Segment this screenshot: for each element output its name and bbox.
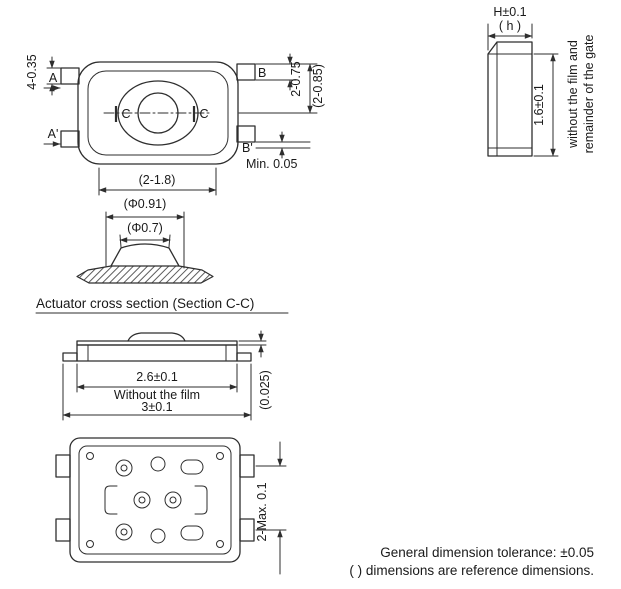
terminal-bottom-left bbox=[60, 130, 80, 148]
contact-ring-mark bbox=[115, 523, 133, 541]
side-profile-outline bbox=[487, 41, 533, 157]
front-view: 2.6±0.1 Without the film 3±0.1 (0.025) bbox=[62, 330, 272, 421]
lead-right bbox=[236, 352, 252, 362]
terminal-top-right bbox=[236, 63, 256, 81]
body-height-dimension: 1.6±0.1 bbox=[532, 53, 559, 157]
total-height-ref-label: ( h ) bbox=[499, 19, 521, 33]
body-inner-line bbox=[87, 70, 229, 156]
terminal-b-prime-label: B' bbox=[242, 141, 253, 155]
terminal-width-dim-label: 4-0.35 bbox=[25, 54, 39, 89]
actuator-dome-outline bbox=[110, 243, 180, 267]
mold-circle-mark bbox=[150, 528, 166, 544]
extension-line bbox=[119, 234, 122, 248]
outer-diameter-label: (Φ0.91) bbox=[124, 197, 167, 211]
terminal-bottom-right bbox=[236, 125, 256, 143]
switch-body-profile bbox=[76, 344, 238, 362]
mold-circle-mark bbox=[150, 456, 166, 472]
actuator-flange-hatched-section bbox=[76, 265, 214, 284]
mold-bracket-left bbox=[104, 485, 118, 515]
corner-pin-mark bbox=[86, 452, 94, 460]
terminal-flatness-dim-label: 2-Max. 0.1 bbox=[255, 482, 269, 541]
center-span-dimension: (2-1.8) bbox=[98, 167, 217, 196]
terminal-pitch-dimensions: 2-0.75 (2-0.85) bbox=[238, 53, 325, 114]
body-width-dim-label: 2.6±0.1 bbox=[136, 370, 178, 384]
contact-ring-mark bbox=[115, 459, 133, 477]
corner-pin-mark bbox=[216, 452, 224, 460]
corner-pin-mark bbox=[86, 540, 94, 548]
top-view: C C A A' 4-0.35 (2-1.8) B 2-0.75 bbox=[25, 53, 325, 196]
body-width-dimension: 2.6±0.1 Without the film bbox=[76, 363, 238, 402]
total-height-dimension: H±0.1 ( h ) bbox=[487, 5, 533, 51]
body-outline bbox=[77, 61, 239, 165]
side-view: H±0.1 ( h ) 1.6±0.1 without the film and… bbox=[487, 5, 596, 157]
general-notes: General dimension tolerance: ±0.05 ( ) d… bbox=[349, 545, 594, 578]
terminal-span-dim-label: (2-0.85) bbox=[311, 64, 325, 108]
actuator-cross-section: (Φ0.91) (Φ0.7) Actuator cross section (S… bbox=[35, 197, 289, 314]
mold-slot-top bbox=[180, 459, 204, 475]
terminal-bottom-right bbox=[239, 518, 255, 542]
contact-ring-mark bbox=[133, 491, 151, 509]
mold-bracket-right bbox=[194, 485, 208, 515]
terminal-flatness-dimension: 2-Max. 0.1 bbox=[255, 441, 287, 575]
body-width-note: Without the film bbox=[114, 388, 200, 402]
bottom-view: 2-Max. 0.1 bbox=[55, 437, 287, 575]
actuator-section-caption: Actuator cross section (Section C-C) bbox=[36, 296, 254, 311]
side-note-line2: remainder of the gate bbox=[582, 35, 596, 154]
terminal-width-dimension: 4-0.35 bbox=[25, 54, 62, 96]
terminal-top-left bbox=[55, 454, 71, 478]
terminal-bottom-left bbox=[55, 518, 71, 542]
section-a-prime-label: A' bbox=[48, 127, 59, 141]
film-thickness-dim-label: (0.025) bbox=[258, 370, 272, 410]
terminal-height-dim-label: 2-0.75 bbox=[289, 61, 303, 96]
film-thickness-dimension: (0.025) bbox=[238, 330, 272, 410]
total-height-dim-label: H±0.1 bbox=[493, 5, 526, 19]
min-clearance-dimension: Min. 0.05 bbox=[246, 131, 311, 171]
min-clearance-dim-label: Min. 0.05 bbox=[246, 157, 297, 171]
terminal-top-right bbox=[239, 454, 255, 478]
section-c-label-right: C bbox=[199, 107, 208, 121]
inner-diameter-dimension: (Φ0.7) bbox=[119, 221, 171, 248]
tolerance-note: General dimension tolerance: ±0.05 bbox=[380, 545, 594, 560]
section-a-label: A bbox=[49, 71, 58, 85]
actuator-dome-profile bbox=[127, 332, 186, 342]
total-width-dim-label: 3±0.1 bbox=[141, 400, 172, 414]
body-height-dim-label: 1.6±0.1 bbox=[532, 84, 546, 126]
contact-ring-mark bbox=[164, 491, 182, 509]
side-note-line1: without the film and bbox=[566, 40, 580, 149]
center-span-dim-label: (2-1.8) bbox=[139, 173, 176, 187]
total-width-dimension: 3±0.1 bbox=[62, 363, 252, 421]
terminal-top-left bbox=[60, 67, 80, 85]
base-outline bbox=[69, 437, 241, 563]
extension-line bbox=[168, 234, 171, 248]
outer-diameter-dimension: (Φ0.91) bbox=[105, 197, 185, 269]
lead-left bbox=[62, 352, 78, 362]
base-inner-line bbox=[78, 445, 232, 555]
mold-slot-bottom bbox=[180, 525, 204, 541]
section-c-label-left: C bbox=[121, 107, 130, 121]
terminal-b-label: B bbox=[258, 66, 266, 80]
reference-note: ( ) dimensions are reference dimensions. bbox=[349, 563, 594, 578]
corner-pin-mark bbox=[216, 540, 224, 548]
inner-diameter-label: (Φ0.7) bbox=[127, 221, 163, 235]
